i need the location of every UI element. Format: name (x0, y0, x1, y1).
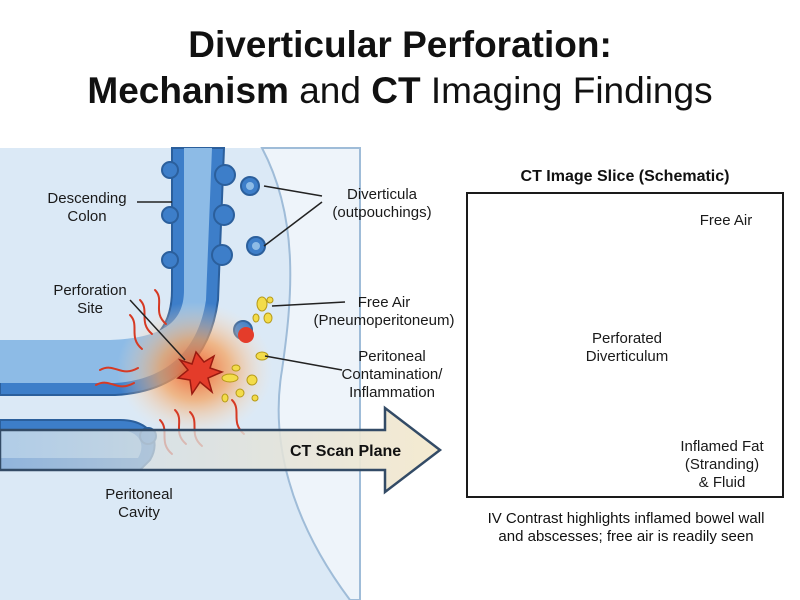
ct-label-inflamed-fat: Inflamed Fat (Stranding) & Fluid (680, 438, 764, 491)
abdominal-wall (260, 147, 361, 600)
label-free-air: Free Air (Pneumoperitoneum) (313, 294, 455, 329)
label-ct-scan-plane: CT Scan Plane (290, 443, 402, 460)
colon-haustra (161, 161, 236, 269)
label-peritoneal-cavity: Peritoneal Cavity (105, 486, 173, 521)
left-panel (0, 147, 443, 600)
ct-label-free-air: Free Air (699, 212, 753, 229)
label-perforation-site: Perforation Site (53, 282, 127, 317)
ct-scan-plane-arrow (0, 405, 443, 495)
label-descending-colon: Descending Colon (47, 190, 127, 225)
ct-panel-title: CT Image Slice (Schematic) (520, 168, 730, 185)
inflamed-diverticulum (238, 327, 254, 343)
diagram-title: Diverticular Perforation: Mechanism and … (0, 22, 800, 114)
title-line-2: Mechanism and CT Imaging Findings (87, 70, 713, 111)
label-diverticula: Diverticula (outpouchings) (332, 186, 432, 221)
ct-caption: IV Contrast highlights inflamed bowel wa… (487, 510, 765, 545)
title-line-1: Diverticular Perforation: (188, 24, 612, 65)
ct-label-perforated-diverticulum: Perforated Diverticulum (562, 330, 692, 366)
label-contamination: Peritoneal Contamination/ Inflammation (341, 348, 443, 401)
free-air-bubbles (221, 296, 274, 403)
colon-lumen (0, 148, 212, 383)
leader-lines (129, 185, 346, 371)
perforation-burst (176, 350, 225, 397)
